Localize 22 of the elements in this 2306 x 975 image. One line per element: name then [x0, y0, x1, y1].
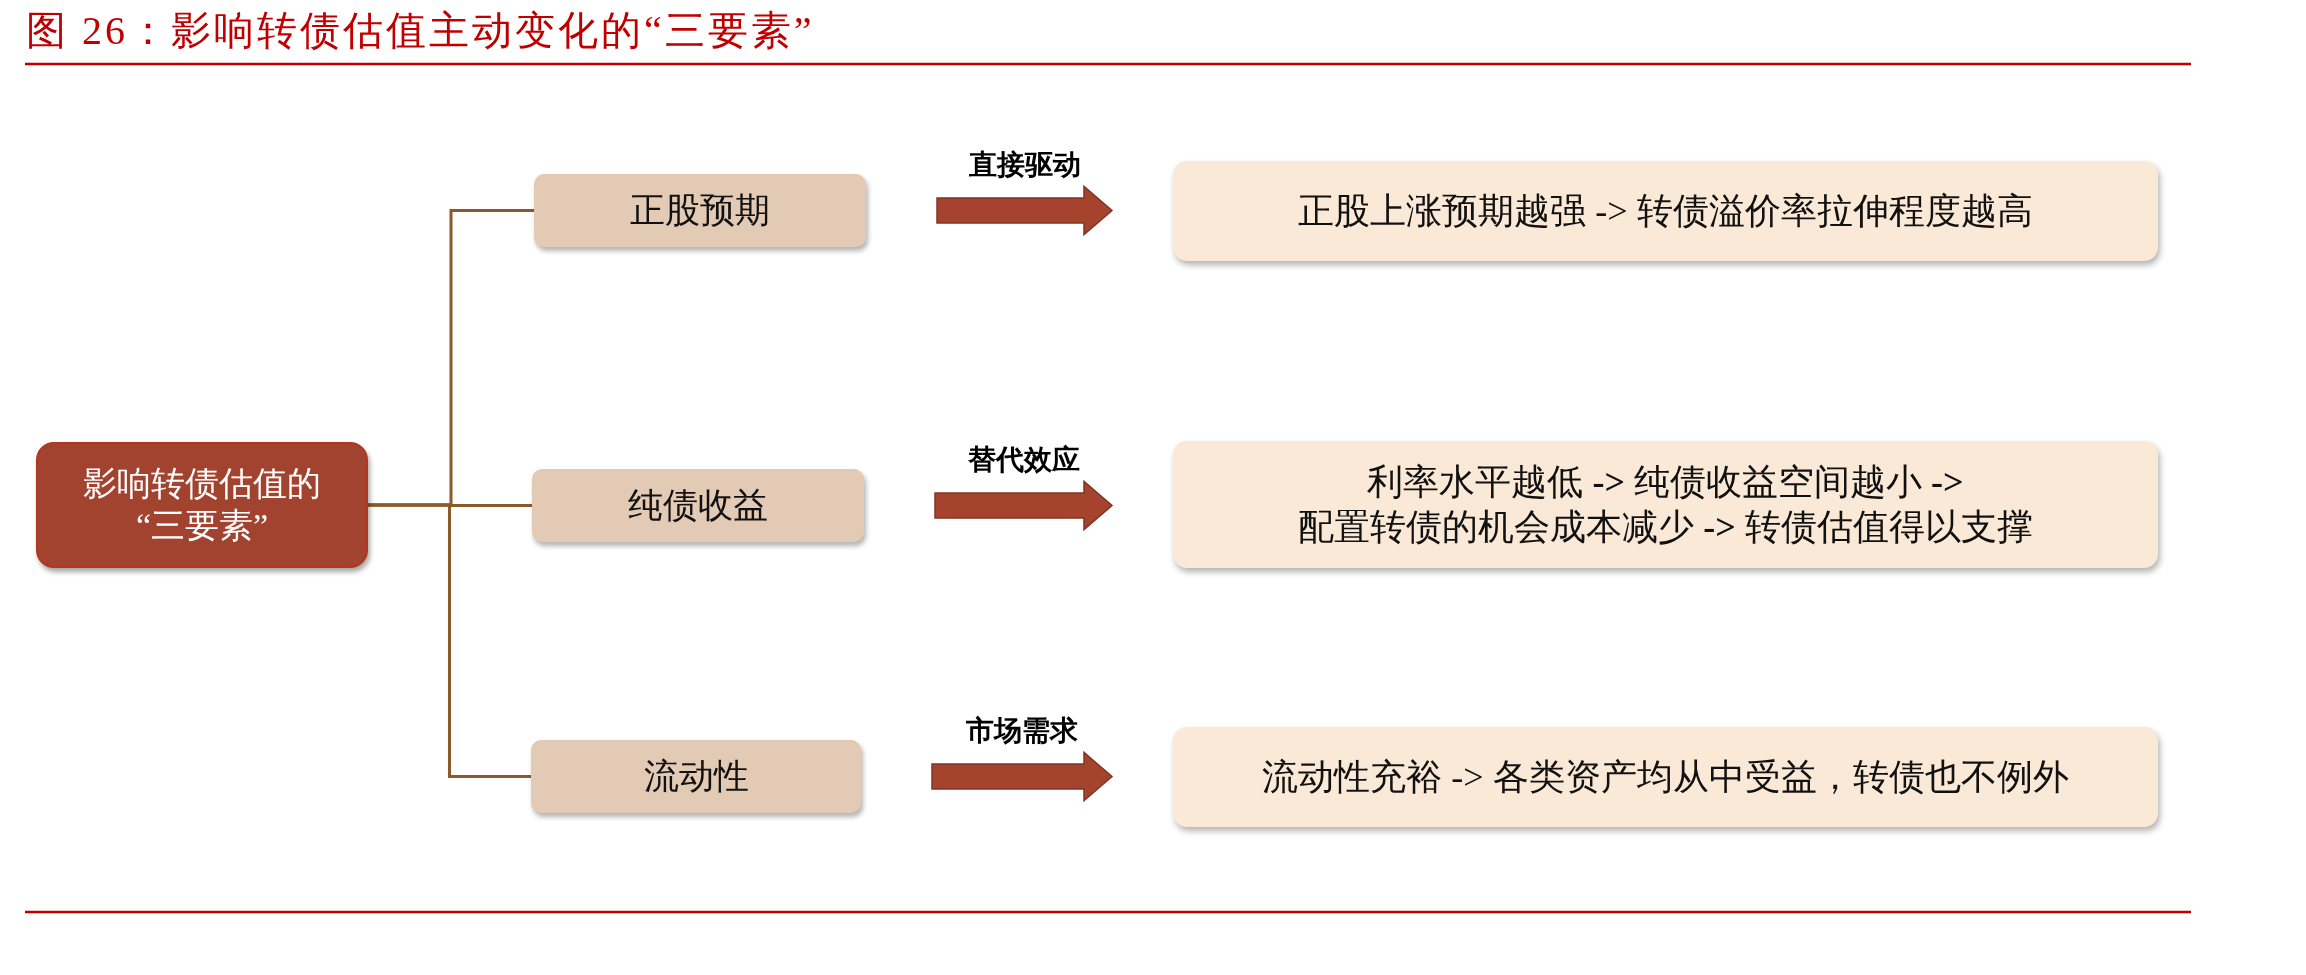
edge-label: 直接驱动: [966, 148, 1083, 181]
node-label: 利率水平越低 -> 纯债收益空间越小 -> 配置转债的机会成本减少 -> 转债估值得以支撑: [1297, 460, 2034, 549]
factor-box: [532, 469, 864, 542]
edge-label: 市场需求: [964, 714, 1080, 747]
connector-line: [368, 503, 531, 778]
node-label: 影响转债估值的“三要素”: [82, 463, 322, 546]
edge-label: 替代效应: [965, 443, 1082, 476]
node-label: 流动性: [643, 755, 749, 798]
block-arrow: [934, 479, 1114, 532]
node-label: 流动性充裕 -> 各类资产均从中受益，转债也不例外: [1262, 755, 2069, 799]
factor-box: [534, 174, 866, 247]
block-arrow: [936, 184, 1114, 237]
figure-title: 图 26：影响转债估值主动变化的“三要素”: [26, 7, 815, 55]
effect-box: [1173, 727, 2158, 827]
node-label: 正股预期: [630, 189, 770, 232]
effect-box: [1173, 441, 2158, 568]
effect-box: [1173, 161, 2158, 261]
node-label: 正股上涨预期越强 -> 转债溢价率拉伸程度越高: [1298, 189, 2033, 233]
node-label: 纯债收益: [628, 484, 768, 527]
topic-box: [36, 442, 368, 568]
factor-box: [531, 740, 861, 813]
block-arrow: [931, 750, 1114, 803]
